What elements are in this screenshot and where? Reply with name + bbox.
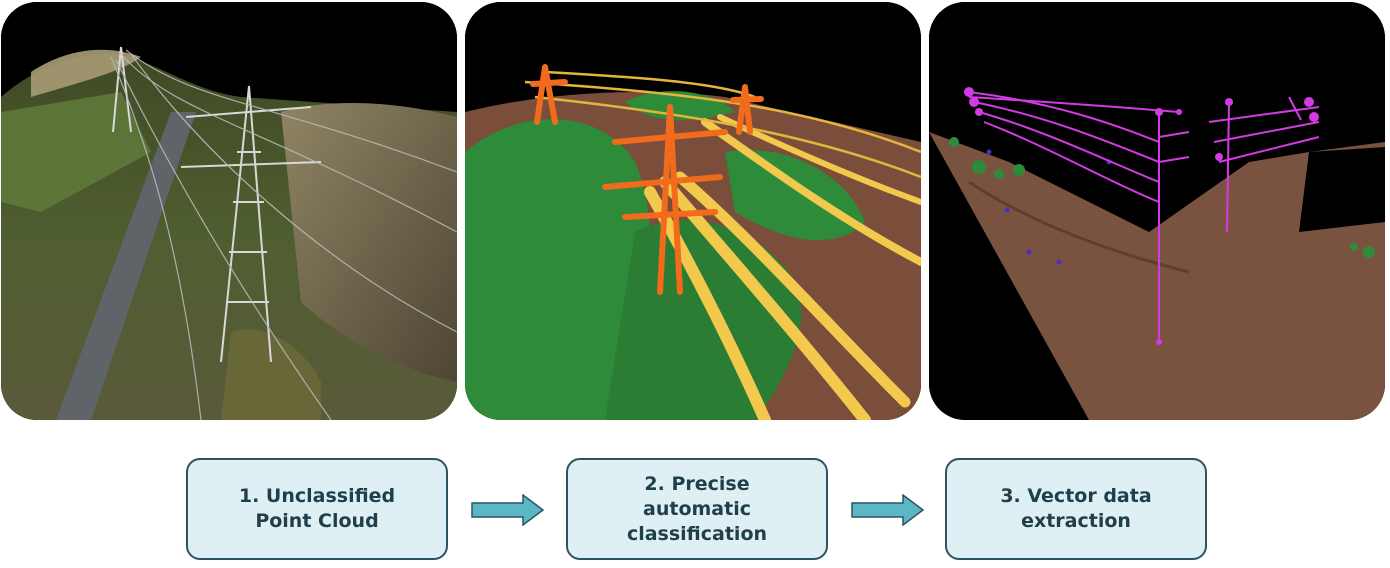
unclassified-point-cloud-image [1, 2, 457, 420]
vector-extraction-image [929, 2, 1385, 420]
step-box-automatic-classification: 2. Precise automatic classification [566, 458, 828, 560]
right-arrow-icon [471, 494, 545, 526]
step-label: 3. Vector data extraction [1000, 485, 1152, 532]
step-label: 2. Precise automatic classification [626, 472, 768, 545]
right-arrow-icon [851, 494, 925, 526]
step-label: 1. Unclassified Point Cloud [238, 485, 396, 532]
step-box-vector-data-extraction: 3. Vector data extraction [945, 458, 1207, 560]
classified-point-cloud-image [465, 2, 921, 420]
step-box-unclassified-point-cloud: 1. Unclassified Point Cloud [186, 458, 448, 560]
